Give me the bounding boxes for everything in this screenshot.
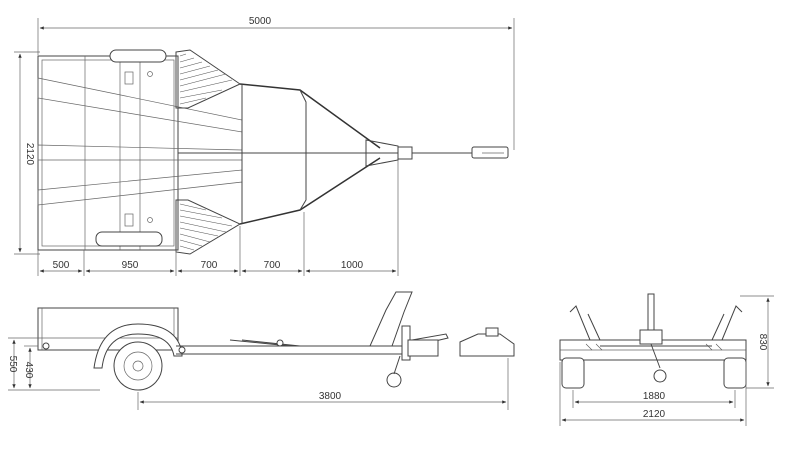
drawbar-side [42,291,515,388]
dim-label-550: 550 [7,356,18,373]
wheel-side [93,323,183,391]
dim-label-3800: 3800 [319,391,342,402]
cargo-bed-top [37,49,243,251]
rear-structure [559,293,747,389]
dim-label-2120-rear: 2120 [643,409,666,420]
dim-label-950: 950 [122,260,139,271]
hatched-guards-top [175,49,242,255]
side-view: 550 430 3800 [7,291,515,410]
dim-label-1880: 1880 [643,391,666,402]
dim-segments: 500 950 700 700 1000 [37,160,399,276]
dim-overall-length: 5000 [37,16,515,150]
dim-rear: 830 1880 2120 [559,295,774,426]
dim-overall-width: 2120 [14,51,40,255]
dim-side: 550 430 3800 [7,337,509,410]
cargo-box-side [37,307,179,351]
drawbar-top [178,83,509,225]
dim-label-500: 500 [53,260,70,271]
dim-label-700-a: 700 [201,260,218,271]
dim-label-1000: 1000 [341,260,364,271]
dim-label-430: 430 [23,362,34,379]
dim-label-830: 830 [757,334,768,351]
dim-label-2120-top: 2120 [24,143,35,166]
rear-view: 830 1880 2120 [559,293,774,426]
dim-label-700-b: 700 [264,260,281,271]
dim-label-5000: 5000 [249,16,272,27]
top-view: 5000 2120 [14,16,515,276]
